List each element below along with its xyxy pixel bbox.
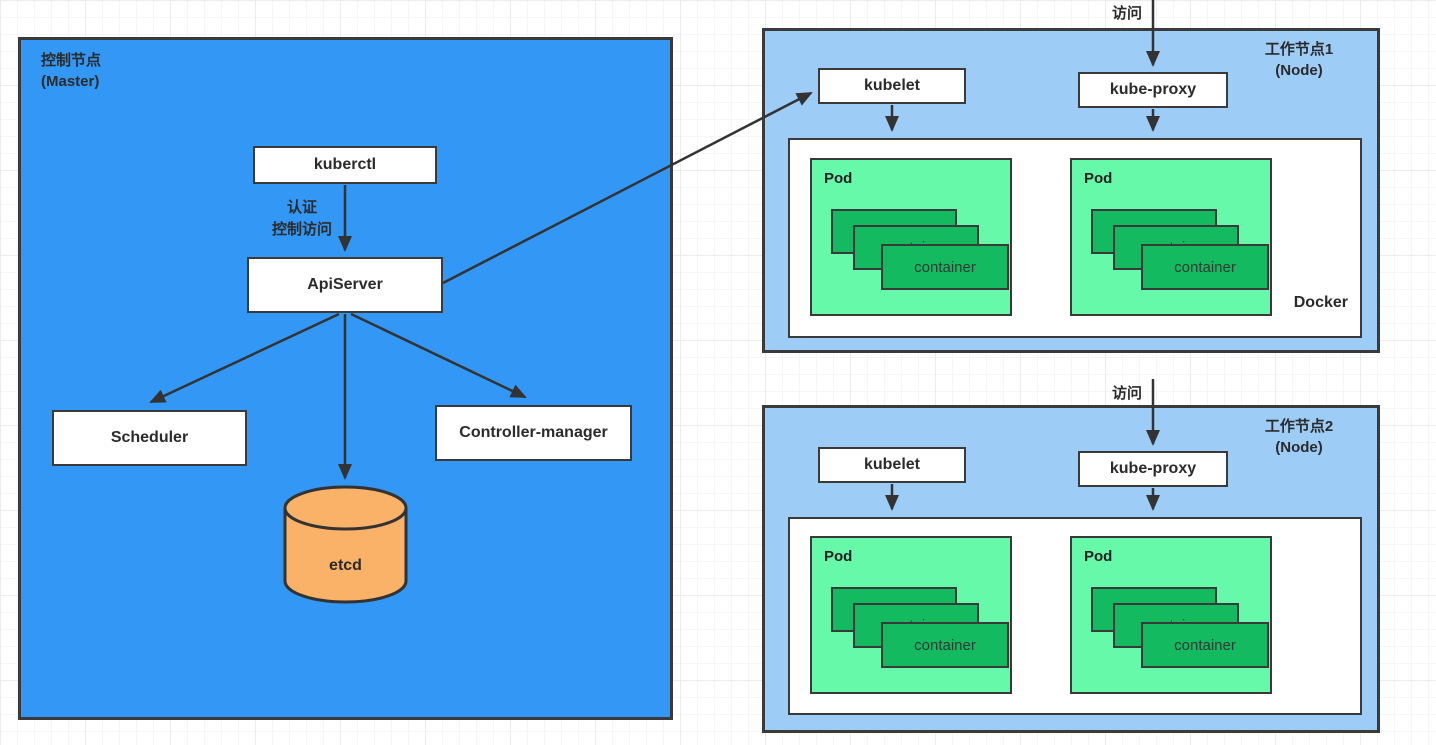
scheduler-label: Scheduler xyxy=(110,429,189,446)
pod-label: Pod xyxy=(1084,548,1113,565)
container-label: container xyxy=(1174,636,1236,654)
kubelet-label-node1: kubelet xyxy=(863,77,920,94)
master-node-title: 控制节点 (Master) xyxy=(41,50,101,92)
kube-proxy-label-node2: kube-proxy xyxy=(1109,460,1197,477)
master-title-line2: (Master) xyxy=(41,73,100,90)
controller-manager-box: Controller-manager xyxy=(435,405,632,461)
node1-title-line1: 工作节点1 xyxy=(1264,41,1334,58)
pod-box-node1-b: Pod container container container xyxy=(1070,158,1272,316)
container-box: container xyxy=(881,244,1009,290)
kubelet-box-node1: kubelet xyxy=(818,68,966,104)
container-box: container xyxy=(1141,244,1269,290)
container-box: container xyxy=(881,622,1009,668)
auth-label-line2: 控制访问 xyxy=(271,221,332,238)
scheduler-box: Scheduler xyxy=(52,410,247,466)
worker-node2-title: 工作节点2 (Node) xyxy=(1235,416,1363,458)
pod-label: Pod xyxy=(1084,170,1113,187)
node2-title-line1: 工作节点2 xyxy=(1264,418,1334,435)
auth-label-line1: 认证 xyxy=(286,199,317,216)
auth-access-label: 认证 控制访问 xyxy=(247,197,357,241)
kube-proxy-label-node1: kube-proxy xyxy=(1109,81,1197,98)
docker-label-node1: Docker xyxy=(1293,294,1348,311)
etcd-cylinder: etcd xyxy=(282,485,409,607)
visit-label-node2: 访问 xyxy=(1111,385,1142,402)
pod-label: Pod xyxy=(824,170,853,187)
node2-title-line2: (Node) xyxy=(1275,439,1323,456)
node1-title-line2: (Node) xyxy=(1275,62,1323,79)
pod-box-node2-b: Pod container container container xyxy=(1070,536,1272,694)
visit-label-node1: 访问 xyxy=(1111,5,1142,22)
apiserver-label: ApiServer xyxy=(307,276,383,293)
container-label: container xyxy=(1174,258,1236,276)
etcd-cylinder-shape xyxy=(283,485,408,604)
controller-manager-label: Controller-manager xyxy=(459,424,608,441)
etcd-label: etcd xyxy=(329,557,362,574)
kube-proxy-box-node1: kube-proxy xyxy=(1078,72,1228,108)
kubelet-label-node2: kubelet xyxy=(863,456,920,473)
container-box: container xyxy=(1141,622,1269,668)
pod-box-node2-a: Pod container container container xyxy=(810,536,1012,694)
kube-proxy-box-node2: kube-proxy xyxy=(1078,451,1228,487)
pod-label: Pod xyxy=(824,548,853,565)
kuberctl-label: kuberctl xyxy=(313,156,377,173)
pod-box-node1-a: Pod container container container xyxy=(810,158,1012,316)
worker-node1-title: 工作节点1 (Node) xyxy=(1235,39,1363,81)
container-label: container xyxy=(914,636,976,654)
master-node-box: 控制节点 (Master) xyxy=(18,37,673,720)
kubelet-box-node2: kubelet xyxy=(818,447,966,483)
kuberctl-box: kuberctl xyxy=(253,146,437,184)
apiserver-box: ApiServer xyxy=(247,257,443,313)
container-label: container xyxy=(914,258,976,276)
master-title-line1: 控制节点 xyxy=(41,52,102,69)
